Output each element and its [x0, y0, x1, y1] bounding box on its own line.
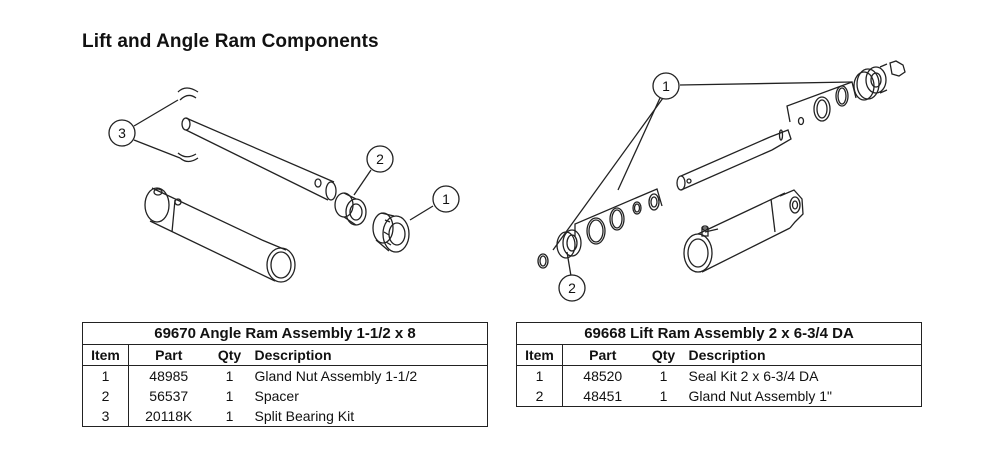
callout-1-right: [552, 72, 853, 251]
split-bearing-lower: [177, 152, 199, 163]
callout-2-right-label: 2: [568, 280, 576, 296]
cell-qty: 1: [659, 388, 668, 404]
cell-description: Spacer: [254, 388, 299, 404]
callout-3-label: 3: [118, 125, 126, 141]
col-header-description: Description: [250, 344, 488, 366]
cell-description: Split Bearing Kit: [254, 408, 355, 424]
col-header-part: Part: [128, 344, 209, 366]
parts-illustration: 3 2 1 1 2: [108, 60, 906, 302]
col-header-part: Part: [562, 344, 643, 366]
cell-description: Gland Nut Assembly 1-1/2: [254, 368, 418, 384]
lift-ram-rod: [676, 129, 792, 191]
cell-qty: 1: [225, 388, 234, 404]
callout-1-right-label: 1: [662, 78, 670, 94]
cell-qty: 1: [659, 368, 668, 384]
angle-ram-rod: [181, 117, 337, 201]
cell-item: 1: [516, 365, 563, 386]
upper-seal-parts: [797, 60, 906, 126]
cell-item: 2: [82, 386, 129, 406]
split-bearing-upper: [177, 87, 199, 101]
cell-qty: 1: [225, 408, 234, 424]
cell-part: 20118K: [145, 408, 193, 424]
table-row: 1 48985 1 Gland Nut Assembly 1-1/2: [82, 365, 488, 386]
table-caption: 69670 Angle Ram Assembly 1-1/2 x 8: [82, 322, 488, 345]
callout-1-left-label: 1: [442, 191, 450, 207]
table-row: 1 48520 1 Seal Kit 2 x 6-3/4 DA: [516, 365, 922, 386]
cell-description: Seal Kit 2 x 6-3/4 DA: [688, 368, 819, 384]
gland-nut-part: [372, 212, 410, 253]
callout-1-left: [409, 185, 460, 221]
cell-description: Gland Nut Assembly 1": [688, 388, 832, 404]
callout-2-left: [353, 145, 394, 196]
table-row: 2 48451 1 Gland Nut Assembly 1": [516, 386, 922, 407]
table-caption: 69668 Lift Ram Assembly 2 x 6-3/4 DA: [516, 322, 922, 345]
table-row: 2 56537 1 Spacer: [82, 386, 488, 406]
page-title: Lift and Angle Ram Components: [82, 31, 379, 52]
cell-part: 48451: [583, 388, 623, 404]
col-header-qty: Qty: [642, 344, 685, 366]
cell-item: 2: [516, 386, 563, 407]
cell-item: 3: [82, 406, 129, 427]
cell-part: 48985: [149, 368, 189, 384]
cell-part: 48520: [583, 368, 623, 384]
angle-ram-parts-table: 69670 Angle Ram Assembly 1-1/2 x 8 Item …: [82, 322, 488, 427]
cell-part: 56537: [149, 388, 189, 404]
cell-item: 1: [82, 365, 129, 386]
cell-qty: 1: [225, 368, 234, 384]
spacer-part: [334, 192, 367, 226]
col-header-qty: Qty: [208, 344, 251, 366]
callout-2-left-label: 2: [376, 151, 384, 167]
table-row: 3 20118K 1 Split Bearing Kit: [82, 406, 488, 427]
lower-seal-parts: [537, 193, 660, 269]
angle-ram-cylinder: [144, 187, 296, 283]
lift-ram-cylinder: [683, 189, 804, 273]
col-header-item: Item: [516, 344, 563, 366]
callout-3: [108, 99, 181, 159]
col-header-description: Description: [684, 344, 922, 366]
col-header-item: Item: [82, 344, 129, 366]
callout-2-right: [558, 251, 586, 302]
lift-ram-parts-table: 69668 Lift Ram Assembly 2 x 6-3/4 DA Ite…: [516, 322, 922, 407]
